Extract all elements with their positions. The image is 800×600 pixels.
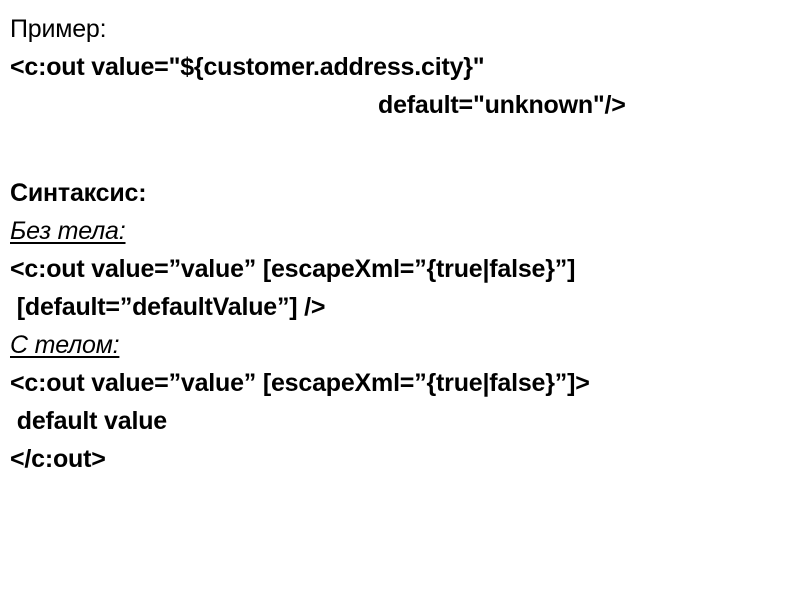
example-code-line-2: default="unknown"/> [378, 91, 626, 119]
with-body-label: С телом: [10, 331, 120, 359]
without-body-code-line-1: <c:out value=”value” [escapeXml=”{true|f… [10, 255, 576, 283]
with-body-code-line-1: <c:out value=”value” [escapeXml=”{true|f… [10, 369, 590, 397]
syntax-heading: Синтаксис: [10, 179, 147, 207]
with-body-code-line-2: default value [10, 407, 167, 435]
section-spacer [10, 124, 800, 174]
without-body-code-line-2: [default=”defaultValue”] /> [10, 293, 326, 321]
with-body-code-line-3: </c:out> [10, 445, 106, 473]
syntax-section: Синтаксис: Без тела: <c:out value=”value… [10, 174, 800, 478]
example-heading: Пример: [10, 15, 107, 43]
example-code-line-1: <c:out value="${customer.address.city}" [10, 53, 485, 81]
without-body-label: Без тела: [10, 217, 126, 245]
example-section: Пример: <c:out value="${customer.address… [10, 10, 800, 124]
